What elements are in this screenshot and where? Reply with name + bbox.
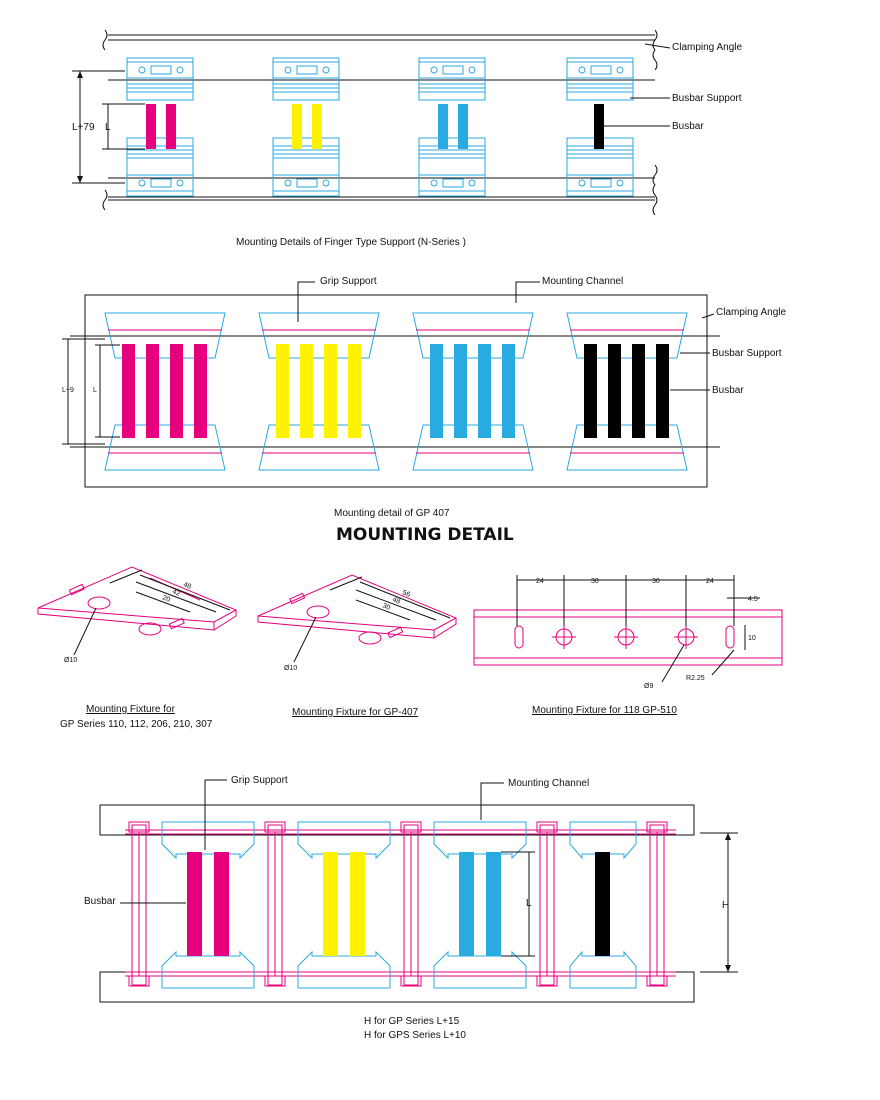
fixture-c-radius: R2.25 <box>686 675 705 682</box>
fig1-unit-cyan <box>418 57 486 197</box>
fig2-label-mounting-channel: Mounting Channel <box>542 276 623 287</box>
busbar-cyan-2 <box>458 104 468 149</box>
fig4-unit-yellow <box>297 821 391 989</box>
fig4-busbar-magenta-1 <box>187 852 202 956</box>
fig2-busbar-magenta-2 <box>146 344 159 438</box>
fig1-label-busbar-support: Busbar Support <box>672 93 742 104</box>
fig4-bolts <box>128 821 668 987</box>
fixture-a: 48 42 20 Ø10 Mounting Fixture for GP Ser… <box>37 566 238 730</box>
fig2-busbar-cyan-1 <box>430 344 443 438</box>
fig1-label-clamping-angle: Clamping Angle <box>672 42 742 53</box>
fig4-label-busbar: Busbar <box>84 896 116 907</box>
fig4-dim-inner: L <box>526 898 532 909</box>
busbar-black-1 <box>594 104 604 149</box>
fig4-busbar-yellow-1 <box>323 852 338 956</box>
fixture-a-title-2: GP Series 110, 112, 206, 210, 307 <box>60 719 213 730</box>
fig2-label-busbar: Busbar <box>712 385 744 396</box>
fig2-busbar-yellow-3 <box>324 344 337 438</box>
fixture-c-dim-3: 30 <box>652 578 660 585</box>
fixture-b: 56 48 30 Ø10 Mounting Fixture for GP-407 <box>257 574 458 718</box>
fig1-caption: Mounting Details of Finger Type Support … <box>236 237 466 248</box>
fig4-unit-cyan <box>433 821 527 989</box>
busbar-cyan-1 <box>438 104 448 149</box>
fig1-unit-magenta <box>126 57 194 197</box>
busbar-magenta-2 <box>166 104 176 149</box>
fig4-unit-black <box>569 821 637 989</box>
fixture-b-hole: Ø10 <box>284 665 297 672</box>
fig2-busbar-yellow-1 <box>276 344 289 438</box>
section-heading: MOUNTING DETAIL <box>336 525 514 545</box>
fig2-busbar-cyan-2 <box>454 344 467 438</box>
fig2-busbar-yellow-4 <box>348 344 361 438</box>
fig2-busbar-magenta-4 <box>194 344 207 438</box>
fig1-unit-black <box>566 57 634 197</box>
busbar-yellow-1 <box>292 104 302 149</box>
fig2-unit-yellow <box>258 312 380 471</box>
fig4-busbar-black-1 <box>595 852 610 956</box>
fixture-c: 24 30 30 24 4.5 10 Ø9 R2.25 Mounting Fix… <box>473 575 783 716</box>
fixture-b-dim-1: 56 <box>401 589 411 598</box>
fig4-dim-outer: H <box>722 900 729 911</box>
fig1-finger-support: L+79 L Clamping Angle Busbar Support Bus… <box>72 29 742 248</box>
fig4-grip-support: L H Grip Support Mounting Channel Busbar… <box>84 775 738 1041</box>
busbar-magenta-1 <box>146 104 156 149</box>
fixture-a-title-1: Mounting Fixture for <box>86 704 176 715</box>
fig4-busbar-magenta-2 <box>214 852 229 956</box>
fig2-dim-inner: L <box>93 387 97 394</box>
fig2-unit-magenta <box>104 312 226 471</box>
fig2-busbar-black-2 <box>608 344 621 438</box>
fig4-label-grip-support: Grip Support <box>231 775 288 786</box>
fig2-busbar-cyan-3 <box>478 344 491 438</box>
fixture-c-hole: Ø9 <box>644 683 653 690</box>
fig2-busbar-black-1 <box>584 344 597 438</box>
fixture-a-dim-2: 42 <box>171 588 181 597</box>
fig2-label-clamping-angle: Clamping Angle <box>716 307 786 318</box>
fixture-c-slot-width: 4.5 <box>748 596 758 603</box>
fig2-busbar-yellow-2 <box>300 344 313 438</box>
fig1-dim-inner: L <box>105 122 111 133</box>
fixture-b-dim-2: 48 <box>391 596 401 605</box>
fig2-label-grip-support: Grip Support <box>320 276 377 287</box>
fixture-c-dim-1: 24 <box>536 578 544 585</box>
fig4-busbar-cyan-1 <box>459 852 474 956</box>
fixture-a-dim-1: 48 <box>182 581 192 590</box>
fig2-label-busbar-support: Busbar Support <box>712 348 782 359</box>
fig1-label-busbar: Busbar <box>672 121 704 132</box>
fixture-c-slot-height: 10 <box>748 635 756 642</box>
fig1-unit-yellow <box>272 57 340 197</box>
fig4-note-1: H for GP Series L+15 <box>364 1016 460 1027</box>
fig2-busbar-black-4 <box>656 344 669 438</box>
fixture-c-dim-2: 30 <box>591 578 599 585</box>
fig4-label-mounting-channel: Mounting Channel <box>508 778 589 789</box>
fig1-dim-outer: L+79 <box>72 122 95 133</box>
busbar-yellow-2 <box>312 104 322 149</box>
fixture-c-dim-4: 24 <box>706 578 714 585</box>
fig2-dim-outer: L+9 <box>62 387 74 394</box>
fig4-note-2: H for GPS Series L+10 <box>364 1030 466 1041</box>
fig2-busbar-magenta-1 <box>122 344 135 438</box>
fig2-unit-black <box>566 312 688 471</box>
fig2-unit-cyan <box>412 312 534 471</box>
fig4-unit-magenta <box>161 821 255 989</box>
fixture-c-title: Mounting Fixture for 118 GP-510 <box>532 705 677 716</box>
fixture-a-hole: Ø10 <box>64 657 77 664</box>
fig4-busbar-yellow-2 <box>350 852 365 956</box>
fixture-a-dim-3: 20 <box>161 594 171 603</box>
fixture-b-dim-3: 30 <box>381 602 391 611</box>
fig4-busbar-cyan-2 <box>486 852 501 956</box>
fig2-caption: Mounting detail of GP 407 <box>334 508 450 519</box>
fig2-busbar-cyan-4 <box>502 344 515 438</box>
fig2-busbar-magenta-3 <box>170 344 183 438</box>
fixture-b-title: Mounting Fixture for GP-407 <box>292 707 419 718</box>
fig2-busbar-black-3 <box>632 344 645 438</box>
fig2-gp407: L+9 L Grip Support Mounting Channel Clam… <box>62 276 786 519</box>
